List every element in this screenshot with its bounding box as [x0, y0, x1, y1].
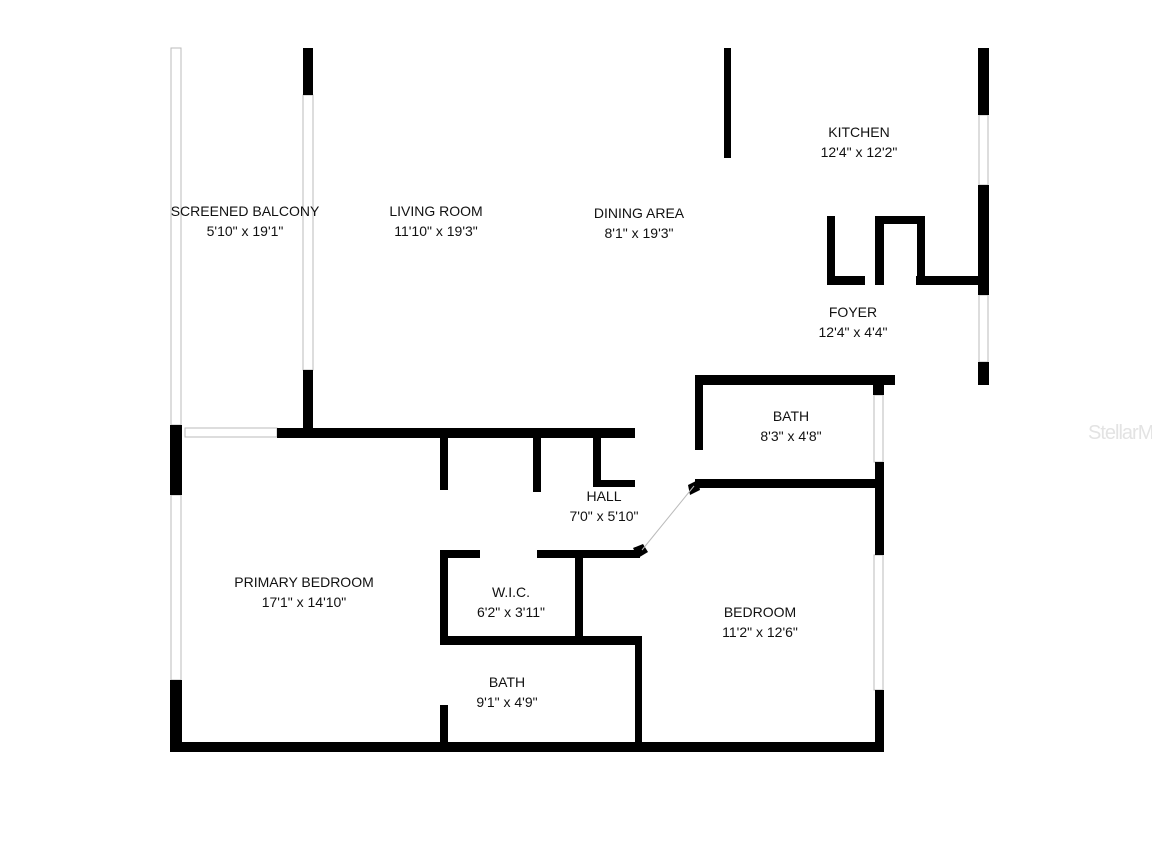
room-dims: 6'2" x 3'11"	[477, 604, 545, 620]
room-bath-2: BATH 9'1" x 4'9"	[476, 672, 537, 712]
room-name: FOYER	[828, 304, 878, 320]
room-name: PRIMARY BEDROOM	[234, 574, 374, 590]
room-dims: 17'1" x 14'10"	[261, 594, 347, 610]
room-living-room: LIVING ROOM 11'10" x 19'3"	[389, 201, 482, 241]
room-name: DINING AREA	[593, 205, 685, 221]
room-name: SCREENED BALCONY	[170, 203, 320, 219]
room-dining-area: DINING AREA 8'1" x 19'3"	[594, 203, 684, 243]
room-name: BATH	[488, 674, 526, 690]
room-name: KITCHEN	[828, 124, 890, 140]
room-bath-1: BATH 8'3" x 4'8"	[760, 406, 821, 446]
room-primary-bedroom: PRIMARY BEDROOM 17'1" x 14'10"	[234, 572, 374, 612]
room-name: W.I.C.	[491, 584, 531, 600]
walls	[170, 48, 989, 752]
room-name: LIVING ROOM	[389, 203, 483, 219]
room-dims: 5'10" x 19'1"	[206, 223, 284, 239]
room-wic: W.I.C. 6'2" x 3'11"	[477, 582, 545, 622]
room-name: BEDROOM	[723, 604, 797, 620]
room-foyer: FOYER 12'4" x 4'4"	[819, 302, 888, 342]
room-dims: 11'2" x 12'6"	[722, 624, 798, 640]
room-name: BATH	[772, 408, 810, 424]
room-dims: 8'1" x 19'3"	[604, 225, 674, 241]
room-dims: 7'0" x 5'10"	[569, 508, 639, 524]
room-hall: HALL 7'0" x 5'10"	[570, 486, 639, 526]
room-bedroom: BEDROOM 11'2" x 12'6"	[722, 602, 798, 642]
room-screened-balcony: SCREENED BALCONY 5'10" x 19'1"	[171, 201, 320, 241]
room-dims: 11'10" x 19'3"	[394, 223, 478, 239]
room-dims: 8'3" x 4'8"	[760, 428, 822, 444]
room-dims: 12'4" x 12'2"	[820, 144, 898, 160]
room-dims: 9'1" x 4'9"	[476, 694, 538, 710]
watermark: StellarMLS	[1088, 422, 1152, 444]
room-dims: 12'4" x 4'4"	[818, 324, 888, 340]
room-name: HALL	[586, 488, 622, 504]
room-kitchen: KITCHEN 12'4" x 12'2"	[821, 122, 898, 162]
